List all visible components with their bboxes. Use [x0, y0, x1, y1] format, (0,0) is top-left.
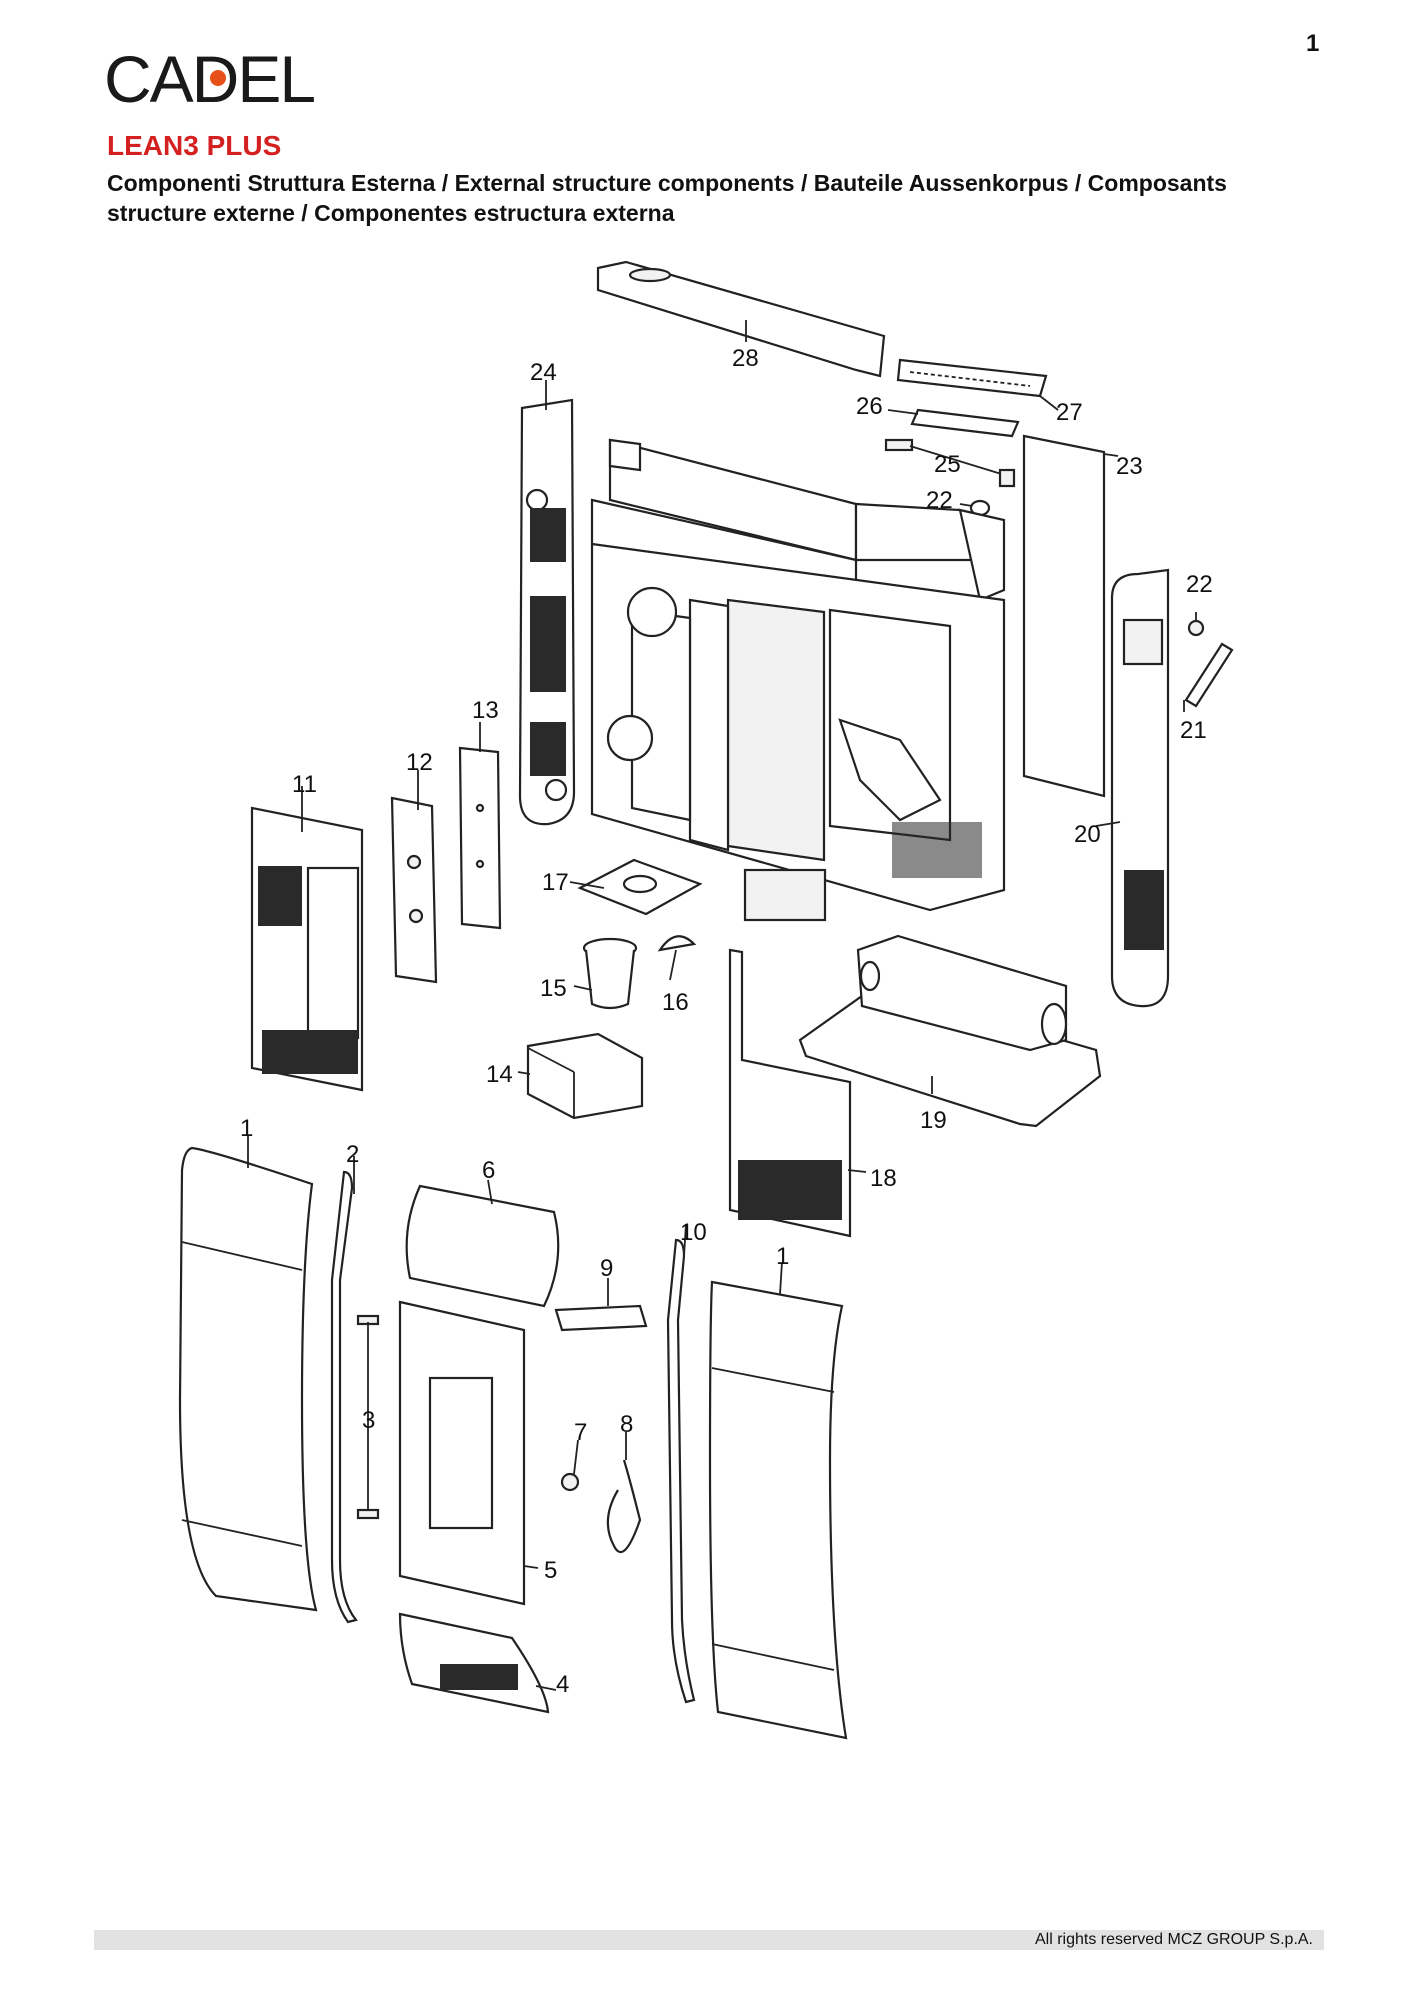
- part-17-base-plate: [569, 858, 703, 916]
- part-13-plate: [458, 722, 502, 930]
- callout-15: 15: [540, 975, 567, 1002]
- callout-18: 18: [870, 1165, 897, 1192]
- callout-14: 14: [486, 1061, 513, 1088]
- part-6-top-front-panel: [405, 1179, 560, 1308]
- part-12-gasket: [390, 770, 438, 984]
- callout-12: 12: [406, 749, 433, 776]
- part-4-lower-front-panel: [398, 1612, 557, 1714]
- part-10-right-strip: [666, 1223, 696, 1704]
- callout-7: 7: [574, 1419, 587, 1446]
- callout-3: 3: [362, 1407, 375, 1434]
- callout-1-right: 1: [776, 1243, 789, 1270]
- part-24-left-panel: [518, 380, 576, 826]
- callout-23: 23: [1116, 453, 1143, 480]
- subtitle-line-1: Componenti Struttura Esterna / External …: [107, 170, 1227, 196]
- callout-26: 26: [856, 393, 883, 420]
- part-9-bracket: [554, 1278, 648, 1332]
- part-1-left-side-cover: [178, 1136, 318, 1612]
- part-18-lower-rear-panel: [728, 948, 867, 1238]
- part-20-right-side-panel: [1095, 568, 1170, 1008]
- cadel-logo: CADEL: [104, 42, 316, 112]
- callout-22-top: 22: [926, 487, 953, 514]
- part-26-gasket: [887, 408, 1020, 438]
- part-27-top-grille: [896, 358, 1059, 411]
- callout-13: 13: [472, 697, 499, 724]
- footer-bar: [94, 1930, 1324, 1950]
- callout-28: 28: [732, 345, 759, 372]
- part-15-burn-pot: [573, 937, 638, 1010]
- logo-dot: [210, 70, 226, 86]
- part-22-clip: [1187, 612, 1205, 637]
- part-8-handle-wire: [606, 1432, 642, 1553]
- part-7-knob: [560, 1439, 580, 1492]
- part-1-right-side-cover: [708, 1261, 848, 1740]
- page-subtitle: Componenti Struttura Esterna / External …: [107, 168, 1307, 228]
- part-3-hinge-pins: [356, 1314, 380, 1520]
- callout-24: 24: [530, 359, 557, 386]
- callout-16: 16: [662, 989, 689, 1016]
- callout-20: 20: [1074, 821, 1101, 848]
- callout-10: 10: [680, 1219, 707, 1246]
- footer-copyright: All rights reserved MCZ GROUP S.p.A.: [1035, 1931, 1313, 1948]
- part-28-top-cover: [596, 260, 886, 378]
- callout-21: 21: [1180, 717, 1207, 744]
- page-number: 1: [1306, 30, 1320, 57]
- callout-25: 25: [934, 451, 961, 478]
- main-stove-body: [590, 438, 1006, 922]
- callout-2: 2: [346, 1141, 359, 1168]
- callout-5: 5: [544, 1557, 557, 1584]
- part-16-deflector: [657, 935, 697, 981]
- part-5-door: [398, 1300, 539, 1606]
- callout-27: 27: [1056, 399, 1083, 426]
- callout-6: 6: [482, 1157, 495, 1184]
- part-14-ash-drawer: [517, 1032, 644, 1120]
- callout-11: 11: [292, 771, 317, 798]
- part-19-base: [798, 934, 1102, 1128]
- part-21-handle: [1183, 642, 1234, 712]
- callout-17: 17: [542, 869, 569, 896]
- part-25-bracket: [884, 438, 1016, 488]
- callout-22-right: 22: [1186, 571, 1213, 598]
- callout-8: 8: [620, 1411, 633, 1438]
- callout-9: 9: [600, 1255, 613, 1282]
- subtitle-line-2: structure externe / Componentes estructu…: [107, 200, 675, 226]
- model-title: LEAN3 PLUS: [107, 130, 282, 161]
- part-2-left-strip: [330, 1156, 358, 1624]
- callout-1-left: 1: [240, 1115, 253, 1142]
- part-23-right-rear-panel: [1022, 434, 1119, 798]
- callout-4: 4: [556, 1671, 569, 1698]
- callout-19: 19: [920, 1107, 947, 1134]
- part-11-rear-panel: [250, 786, 364, 1092]
